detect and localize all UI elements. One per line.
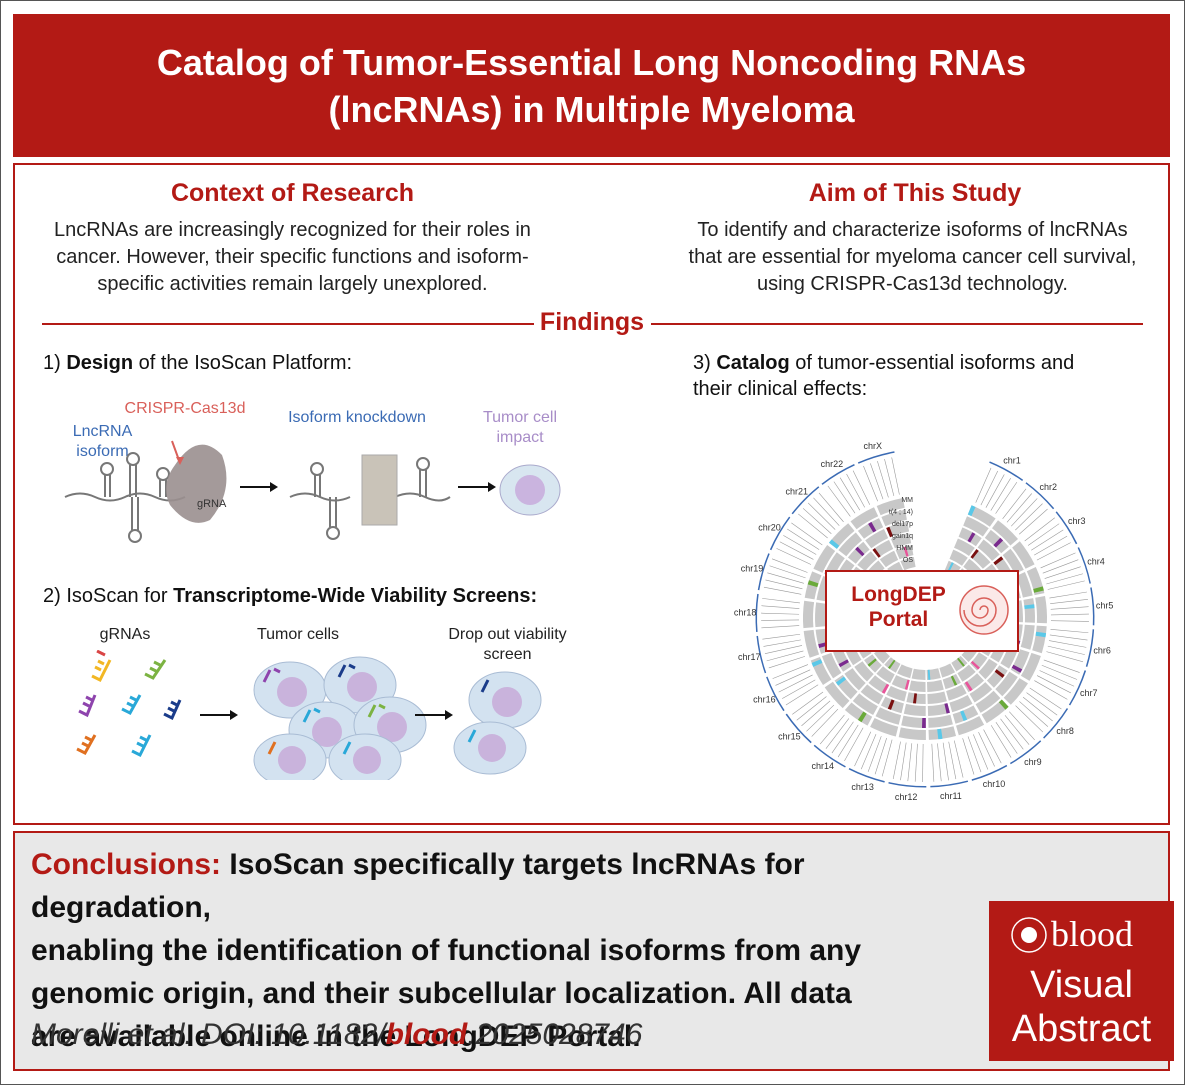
- rna-logo-icon: [959, 585, 1009, 635]
- aim-text: To identify and characterize isoforms of…: [688, 219, 1137, 295]
- chromosome-label: chr20: [758, 522, 781, 532]
- chromosome-label: chr1: [1003, 455, 1021, 465]
- viability-screen-diagram: [76, 650, 542, 780]
- chromosome-sector-chr11: [926, 668, 969, 788]
- chromosome-label: chr6: [1093, 645, 1111, 655]
- chromosome-label: chr18: [734, 608, 757, 618]
- chromosome-sector-chr14: [813, 657, 901, 768]
- cas13d-protein-shape: [166, 444, 227, 523]
- chromosome-sector-chr22: [821, 464, 904, 577]
- chromosome-sector-chr1: [944, 461, 1024, 576]
- chromosome-sector-chr12: [888, 668, 927, 788]
- blood-visual-abstract-badge: blood Visual Abstract: [989, 901, 1174, 1061]
- chromosome-label: chr11: [940, 791, 962, 801]
- title-line-2: (lncRNAs) in Multiple Myeloma: [328, 88, 855, 130]
- grna-tag: gRNA: [197, 498, 227, 510]
- chromosome-label: chr15: [778, 731, 801, 741]
- context-text: LncRNAs are increasingly recognized for …: [54, 219, 531, 295]
- chromosome-sector-chr8: [961, 645, 1069, 739]
- grna-hairpins-icon: [76, 650, 182, 758]
- step-3-heading: 3) Catalog of tumor-essential isoforms a…: [693, 352, 1075, 400]
- cut-strand-icon: [289, 457, 451, 540]
- isoscan-design-diagram: gRNA: [64, 440, 561, 543]
- badge-abstract: Abstract: [1011, 1008, 1152, 1050]
- findings-rule-left: [42, 323, 534, 325]
- chromosome-label: chr13: [851, 782, 874, 792]
- arrow-right-icon: [270, 482, 278, 492]
- chromosome-label: chr16: [753, 694, 776, 704]
- chromosome-label: chr7: [1080, 688, 1098, 698]
- main-panel: Context of Research LncRNAs are increasi…: [13, 163, 1170, 825]
- arrow-right-icon: [230, 710, 238, 720]
- chromosome-label: chr3: [1068, 516, 1086, 526]
- arrow-right-icon: [488, 482, 496, 492]
- citation[interactable]: Morelli et al. DOI: 10.1182/blood.202502…: [31, 1018, 643, 1051]
- findings-heading: Findings: [539, 308, 645, 336]
- chromosome-label: chr19: [741, 563, 764, 573]
- lncrna-strand-icon: [64, 452, 186, 543]
- cas13d-label: CRISPR-Cas13d: [124, 400, 246, 417]
- arrow-right-icon: [445, 710, 453, 720]
- chromosome-sector-chrX: [857, 451, 916, 571]
- aim-heading: Aim of This Study: [808, 179, 1022, 207]
- surviving-cells-icon: [453, 671, 542, 775]
- chromosome-sector-chr10: [939, 663, 1008, 781]
- findings-rule-right: [651, 323, 1143, 325]
- chromosome-label: chrX: [863, 441, 882, 451]
- portal-title-2: Portal: [868, 608, 929, 631]
- step-1-heading: 1) Design of the IsoScan Platform:: [43, 352, 353, 374]
- chromosome-sector-chr13: [848, 664, 913, 783]
- chromosome-label: chr12: [895, 792, 918, 802]
- chromosome-label: chr10: [983, 779, 1006, 789]
- context-heading: Context of Research: [170, 179, 415, 207]
- chromosome-label: chr4: [1087, 557, 1105, 567]
- chromosome-sector-chr9: [951, 655, 1042, 765]
- chromosome-label: chr2: [1039, 482, 1057, 492]
- chromosome-label: chr9: [1024, 757, 1042, 767]
- track-label: OS: [903, 557, 913, 564]
- grnas-label: gRNAs: [99, 626, 151, 643]
- track-label: del17p: [892, 521, 913, 528]
- blood-wordmark: blood: [1051, 914, 1134, 954]
- title-line-1: Catalog of Tumor-Essential Long Noncodin…: [156, 41, 1027, 83]
- tumor-cells-cluster-icon: [253, 656, 427, 780]
- ash-seal-icon: [1011, 917, 1047, 953]
- step-2-heading: 2) IsoScan for Transcriptome-Wide Viabil…: [43, 585, 538, 607]
- knockdown-label: Isoform knockdown: [288, 409, 426, 426]
- tumor-cells-label: Tumor cells: [256, 626, 340, 643]
- degraded-rna-block: [361, 454, 398, 526]
- title-banner: Catalog of Tumor-Essential Long Noncodin…: [13, 14, 1170, 157]
- chromosome-label: chr22: [821, 459, 844, 469]
- track-label: gain1q: [892, 533, 913, 540]
- conclusions-text: Conclusions: IsoScan specifically target…: [31, 848, 862, 1053]
- chromosome-label: chr21: [785, 487, 808, 497]
- chromosome-label: chr17: [738, 652, 761, 662]
- conclusions-panel: Conclusions: IsoScan specifically target…: [13, 831, 1174, 1071]
- chromosome-label: chr8: [1056, 726, 1074, 736]
- longdep-portal-box[interactable]: LongDEP Portal: [825, 570, 1019, 652]
- chromosome-label: chr14: [812, 761, 835, 771]
- chromosome-label: chr5: [1096, 601, 1114, 611]
- track-label: t(4 ; 14): [889, 509, 913, 516]
- track-label: HMM: [896, 545, 913, 552]
- track-label: MM: [901, 497, 913, 504]
- portal-title-1: LongDEP: [851, 583, 946, 606]
- badge-visual: Visual: [1030, 964, 1133, 1006]
